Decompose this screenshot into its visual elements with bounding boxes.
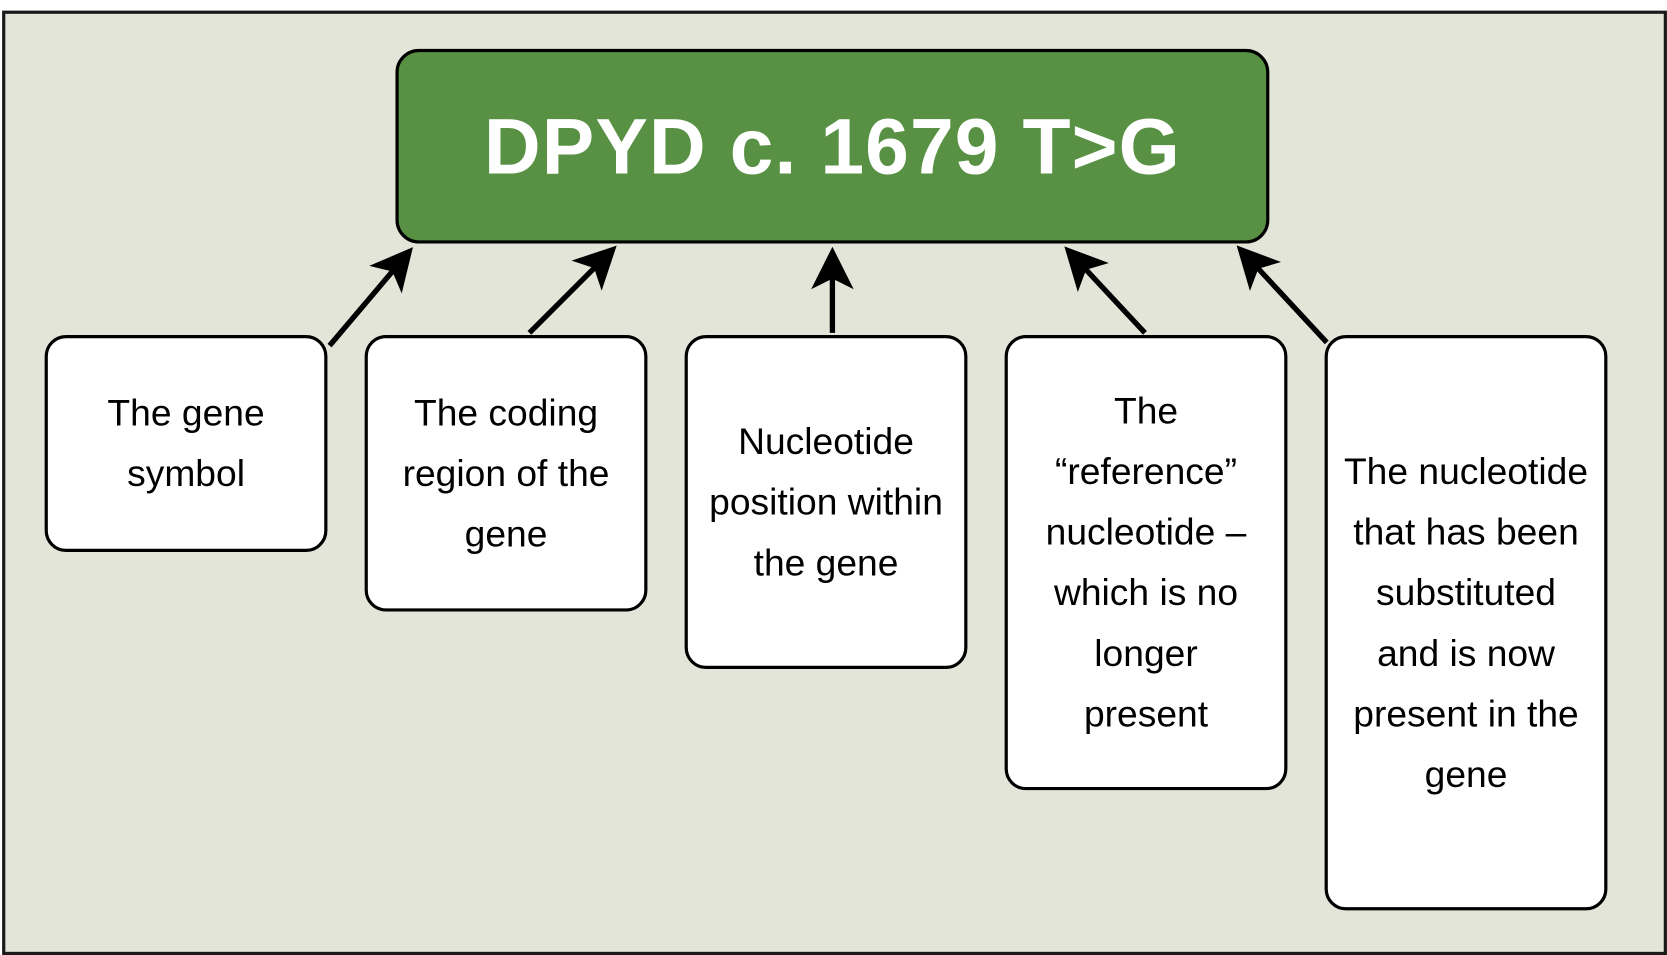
variant-title: DPYD c. 1679 T>G xyxy=(483,102,1181,191)
label-box-reference: The “reference” nucleotide –which is no … xyxy=(1004,335,1288,791)
label-text: The gene symbol xyxy=(107,392,265,495)
label-text: Nucleotide position within the gene xyxy=(709,420,943,584)
arrow-coding-region xyxy=(527,245,617,335)
label-box-substituted: The nucleotide that has been substituted… xyxy=(1324,335,1608,911)
label-box-coding-region: The coding region of the gene xyxy=(364,335,648,612)
label-text: The “reference” nucleotide –which is no … xyxy=(1045,390,1247,735)
arrow-gene-symbol xyxy=(327,247,413,348)
label-text: The nucleotide that has been substituted… xyxy=(1343,450,1589,795)
variant-title-box: DPYD c. 1679 T>G xyxy=(395,48,1270,244)
label-box-position: Nucleotide position within the gene xyxy=(684,335,968,669)
arrow-reference xyxy=(1064,246,1147,335)
label-box-gene-symbol: The gene symbol xyxy=(44,335,328,552)
label-text: The coding region of the gene xyxy=(402,391,610,555)
arrow-substituted xyxy=(1236,245,1329,345)
